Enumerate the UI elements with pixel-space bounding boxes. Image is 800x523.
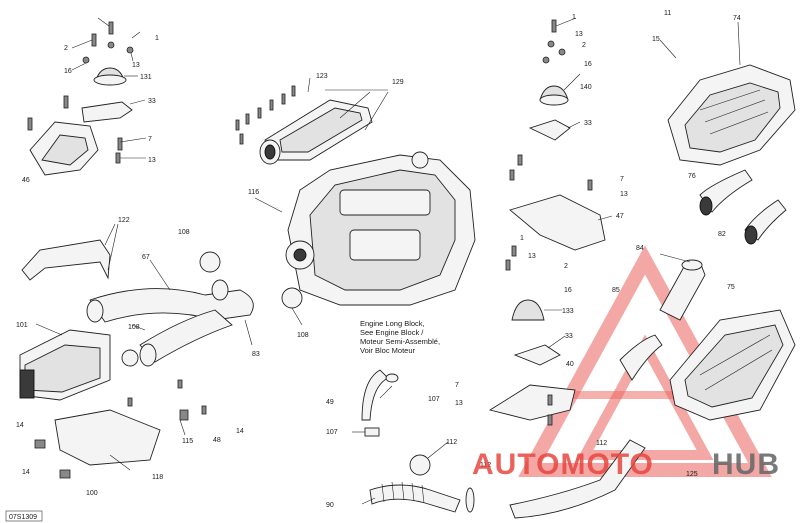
callout-123: 123 xyxy=(316,73,328,80)
callout-33b: 33 xyxy=(584,120,592,127)
callout-16: 16 xyxy=(64,68,72,75)
callout-7b: 7 xyxy=(620,176,624,183)
heat-shield-strap xyxy=(21,239,111,281)
callout-85: 85 xyxy=(612,287,620,294)
callout-129: 129 xyxy=(392,79,404,86)
callout-74: 74 xyxy=(733,15,741,22)
watermark-text-hub: HUB xyxy=(712,448,780,481)
callout-14: 14 xyxy=(16,422,24,429)
callout-122: 122 xyxy=(118,217,130,224)
callout-16c: 16 xyxy=(564,287,572,294)
callout-40: 40 xyxy=(566,361,574,368)
heat-shield-plate xyxy=(34,379,207,479)
callout-125: 125 xyxy=(686,471,698,478)
intake-hose-76 xyxy=(699,169,753,213)
callout-7: 7 xyxy=(148,136,152,143)
left-engine-mount-assembly xyxy=(27,21,141,176)
engine-note: Engine Long Block, See Engine Block / Mo… xyxy=(360,319,440,355)
clamp-108-pipe xyxy=(121,349,139,367)
corrugated-duct-ribs xyxy=(381,481,425,504)
callout-67: 67 xyxy=(142,254,150,261)
air-intake-plenum xyxy=(667,64,796,166)
callout-11: 11 xyxy=(664,10,671,17)
callout-48: 48 xyxy=(213,437,221,444)
engine-note-line-4: Voir Bloc Moteur xyxy=(360,346,416,355)
callout-16b: 16 xyxy=(584,61,592,68)
right-engine-mount-assembly xyxy=(509,19,606,251)
callout-2: 2 xyxy=(64,45,68,52)
callout-14c: 14 xyxy=(22,469,30,476)
callout-76: 76 xyxy=(688,173,696,180)
manifold-bolt-set xyxy=(235,85,296,145)
callout-2c: 2 xyxy=(564,263,568,270)
engine-note-line-2: See Engine Block / xyxy=(360,328,424,337)
duct-clamp-112 xyxy=(465,487,475,513)
callout-15: 15 xyxy=(652,36,660,43)
callout-13c: 13 xyxy=(575,31,583,38)
callout-100: 100 xyxy=(86,490,98,497)
callout-133: 133 xyxy=(562,308,574,315)
callout-84: 84 xyxy=(636,245,644,252)
callout-13b: 13 xyxy=(148,157,156,164)
hose-connector-107 xyxy=(364,427,380,437)
intake-bellows xyxy=(619,334,663,381)
callout-108b: 108 xyxy=(128,324,140,331)
callout-116: 116 xyxy=(248,189,259,196)
callout-1: 1 xyxy=(155,35,159,42)
intake-manifold-assembly xyxy=(235,85,373,165)
callout-33: 33 xyxy=(148,98,156,105)
callout-112: 112 xyxy=(446,439,457,446)
callout-labels: 1 2 13 16 131 33 46 7 13 123 129 116 122… xyxy=(16,10,741,509)
callout-140: 140 xyxy=(580,84,592,91)
callout-112c: 112 xyxy=(596,440,607,447)
exhaust-y-pipe xyxy=(86,279,254,367)
diagram-code: 07S1309 xyxy=(9,514,37,521)
callout-75: 75 xyxy=(727,284,735,291)
callout-1c: 1 xyxy=(520,235,524,242)
clamp-108-top xyxy=(199,251,221,273)
callout-108c: 108 xyxy=(297,332,309,339)
callout-131: 131 xyxy=(140,74,152,81)
callout-112b: 112 xyxy=(480,462,491,469)
watermark-text: AUTOMOTO HUB xyxy=(472,448,780,481)
callout-13: 13 xyxy=(132,62,140,69)
lower-airbox xyxy=(669,309,796,421)
callout-107: 107 xyxy=(428,396,440,403)
callout-107b: 107 xyxy=(326,429,338,436)
callout-47: 47 xyxy=(616,213,624,220)
callout-115: 115 xyxy=(182,438,193,445)
engine-long-block xyxy=(285,151,476,306)
callout-33c: 33 xyxy=(565,333,573,340)
callout-7c: 7 xyxy=(455,382,459,389)
diagram-code-box: 07S1309 xyxy=(5,510,43,522)
callout-82: 82 xyxy=(718,231,726,238)
lower-engine-mount-assembly xyxy=(488,245,576,426)
callout-13f: 13 xyxy=(455,400,463,407)
callout-14b: 14 xyxy=(236,428,244,435)
clamp-108-right xyxy=(281,287,303,309)
callout-101: 101 xyxy=(16,322,28,329)
callout-83: 83 xyxy=(252,351,260,358)
callout-46: 46 xyxy=(22,177,30,184)
watermark-text-auto: AUTOMOTO xyxy=(472,448,654,481)
hose-clamp-112 xyxy=(409,454,431,476)
intake-duct xyxy=(659,261,706,321)
callout-2b: 2 xyxy=(582,42,586,49)
callout-13d: 13 xyxy=(620,191,628,198)
callout-118: 118 xyxy=(152,474,163,481)
callout-90: 90 xyxy=(326,502,334,509)
long-intake-duct xyxy=(509,439,646,519)
callout-108: 108 xyxy=(178,229,190,236)
engine-note-line-1: Engine Long Block, xyxy=(360,319,425,328)
callout-1b: 1 xyxy=(572,14,576,21)
air-hose-49 xyxy=(361,369,389,421)
callout-49: 49 xyxy=(326,399,334,406)
muffler xyxy=(19,329,111,401)
callout-13e: 13 xyxy=(528,253,536,260)
engine-note-line-3: Moteur Semi-Assemblé, xyxy=(360,337,440,346)
leader-lines xyxy=(35,17,741,505)
